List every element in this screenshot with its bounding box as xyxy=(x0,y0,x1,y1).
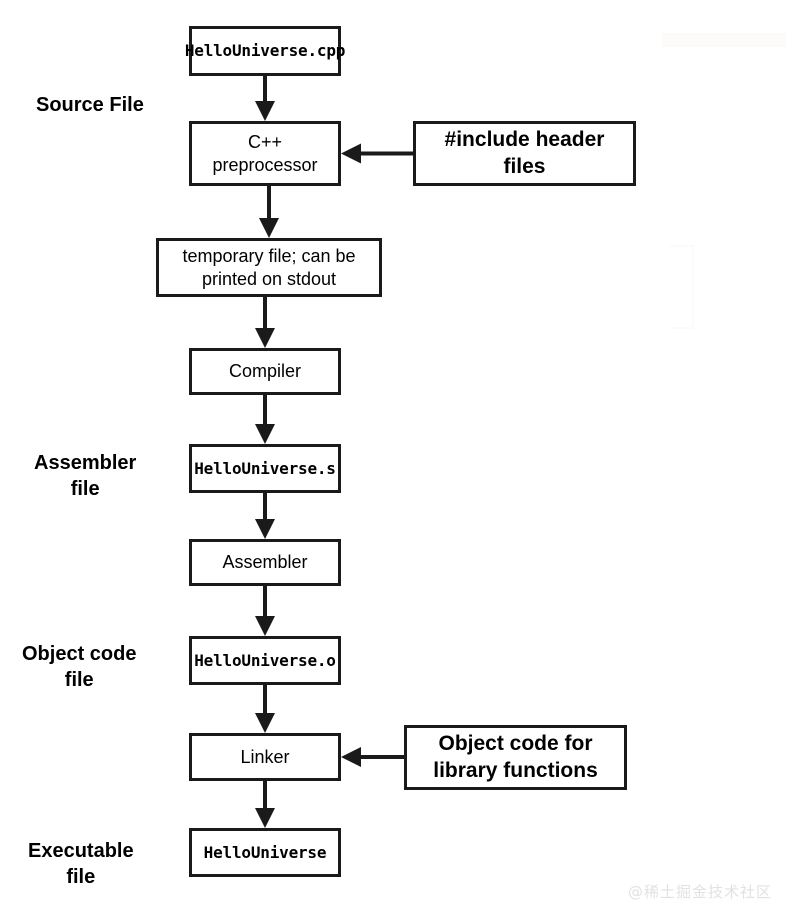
node-compiler[interactable]: Compiler xyxy=(189,348,341,395)
node-label-linker: Linker xyxy=(240,746,290,767)
node-linker[interactable]: Linker xyxy=(189,733,341,781)
arrow-assembler-to-object xyxy=(255,586,275,636)
arrow-source-to-preprocessor xyxy=(255,76,275,121)
node-object-o[interactable]: HelloUniverse.o xyxy=(189,636,341,685)
node-label-assembly-s: HelloUniverse.s xyxy=(194,458,336,478)
node-include-headers[interactable]: #include header files xyxy=(413,121,636,186)
arrow-assembly-to-assembler xyxy=(255,493,275,539)
node-label-source-cpp: HelloUniverse.cpp xyxy=(184,41,346,60)
node-label-temp-file: temporary file; can be printed on stdout xyxy=(182,246,356,289)
node-label-assembler: Assembler xyxy=(222,552,308,573)
node-temp-file[interactable]: temporary file; can be printed on stdout xyxy=(156,238,382,297)
stage-label-assembler-file: Assembler file xyxy=(34,452,137,500)
node-label-include-headers: #include header files xyxy=(444,128,605,178)
stage-label-executable-file: Executable file xyxy=(28,840,134,888)
node-label-object-o: HelloUniverse.o xyxy=(194,650,336,670)
node-executable[interactable]: HelloUniverse xyxy=(189,828,341,877)
node-label-preprocessor: C++ preprocessor xyxy=(212,132,318,175)
node-source-cpp[interactable]: HelloUniverse.cpp xyxy=(185,26,345,76)
node-label-executable: HelloUniverse xyxy=(203,842,327,862)
node-assembler[interactable]: Assembler xyxy=(189,539,341,586)
node-preprocessor[interactable]: C++ preprocessor xyxy=(189,121,341,186)
node-assembly-s[interactable]: HelloUniverse.s xyxy=(189,444,341,493)
arrow-library-to-linker xyxy=(341,747,404,767)
arrow-headers-to-preprocessor xyxy=(341,143,413,164)
stage-label-object-code-file: Object code file xyxy=(22,643,137,691)
arrow-compiler-to-assembly xyxy=(255,395,275,444)
arrow-temp-to-compiler xyxy=(255,297,275,348)
arrow-preprocessor-to-temp xyxy=(259,186,279,238)
arrow-linker-to-executable xyxy=(255,781,275,828)
node-library-object[interactable]: Object code for library functions xyxy=(404,725,627,790)
watermark: @稀土掘金技术社区 xyxy=(627,883,772,901)
stage-label-source-file: Source File xyxy=(36,94,144,116)
node-label-compiler: Compiler xyxy=(228,361,302,382)
arrow-object-to-linker xyxy=(255,685,275,733)
node-label-library-object: Object code for library functions xyxy=(433,732,598,782)
